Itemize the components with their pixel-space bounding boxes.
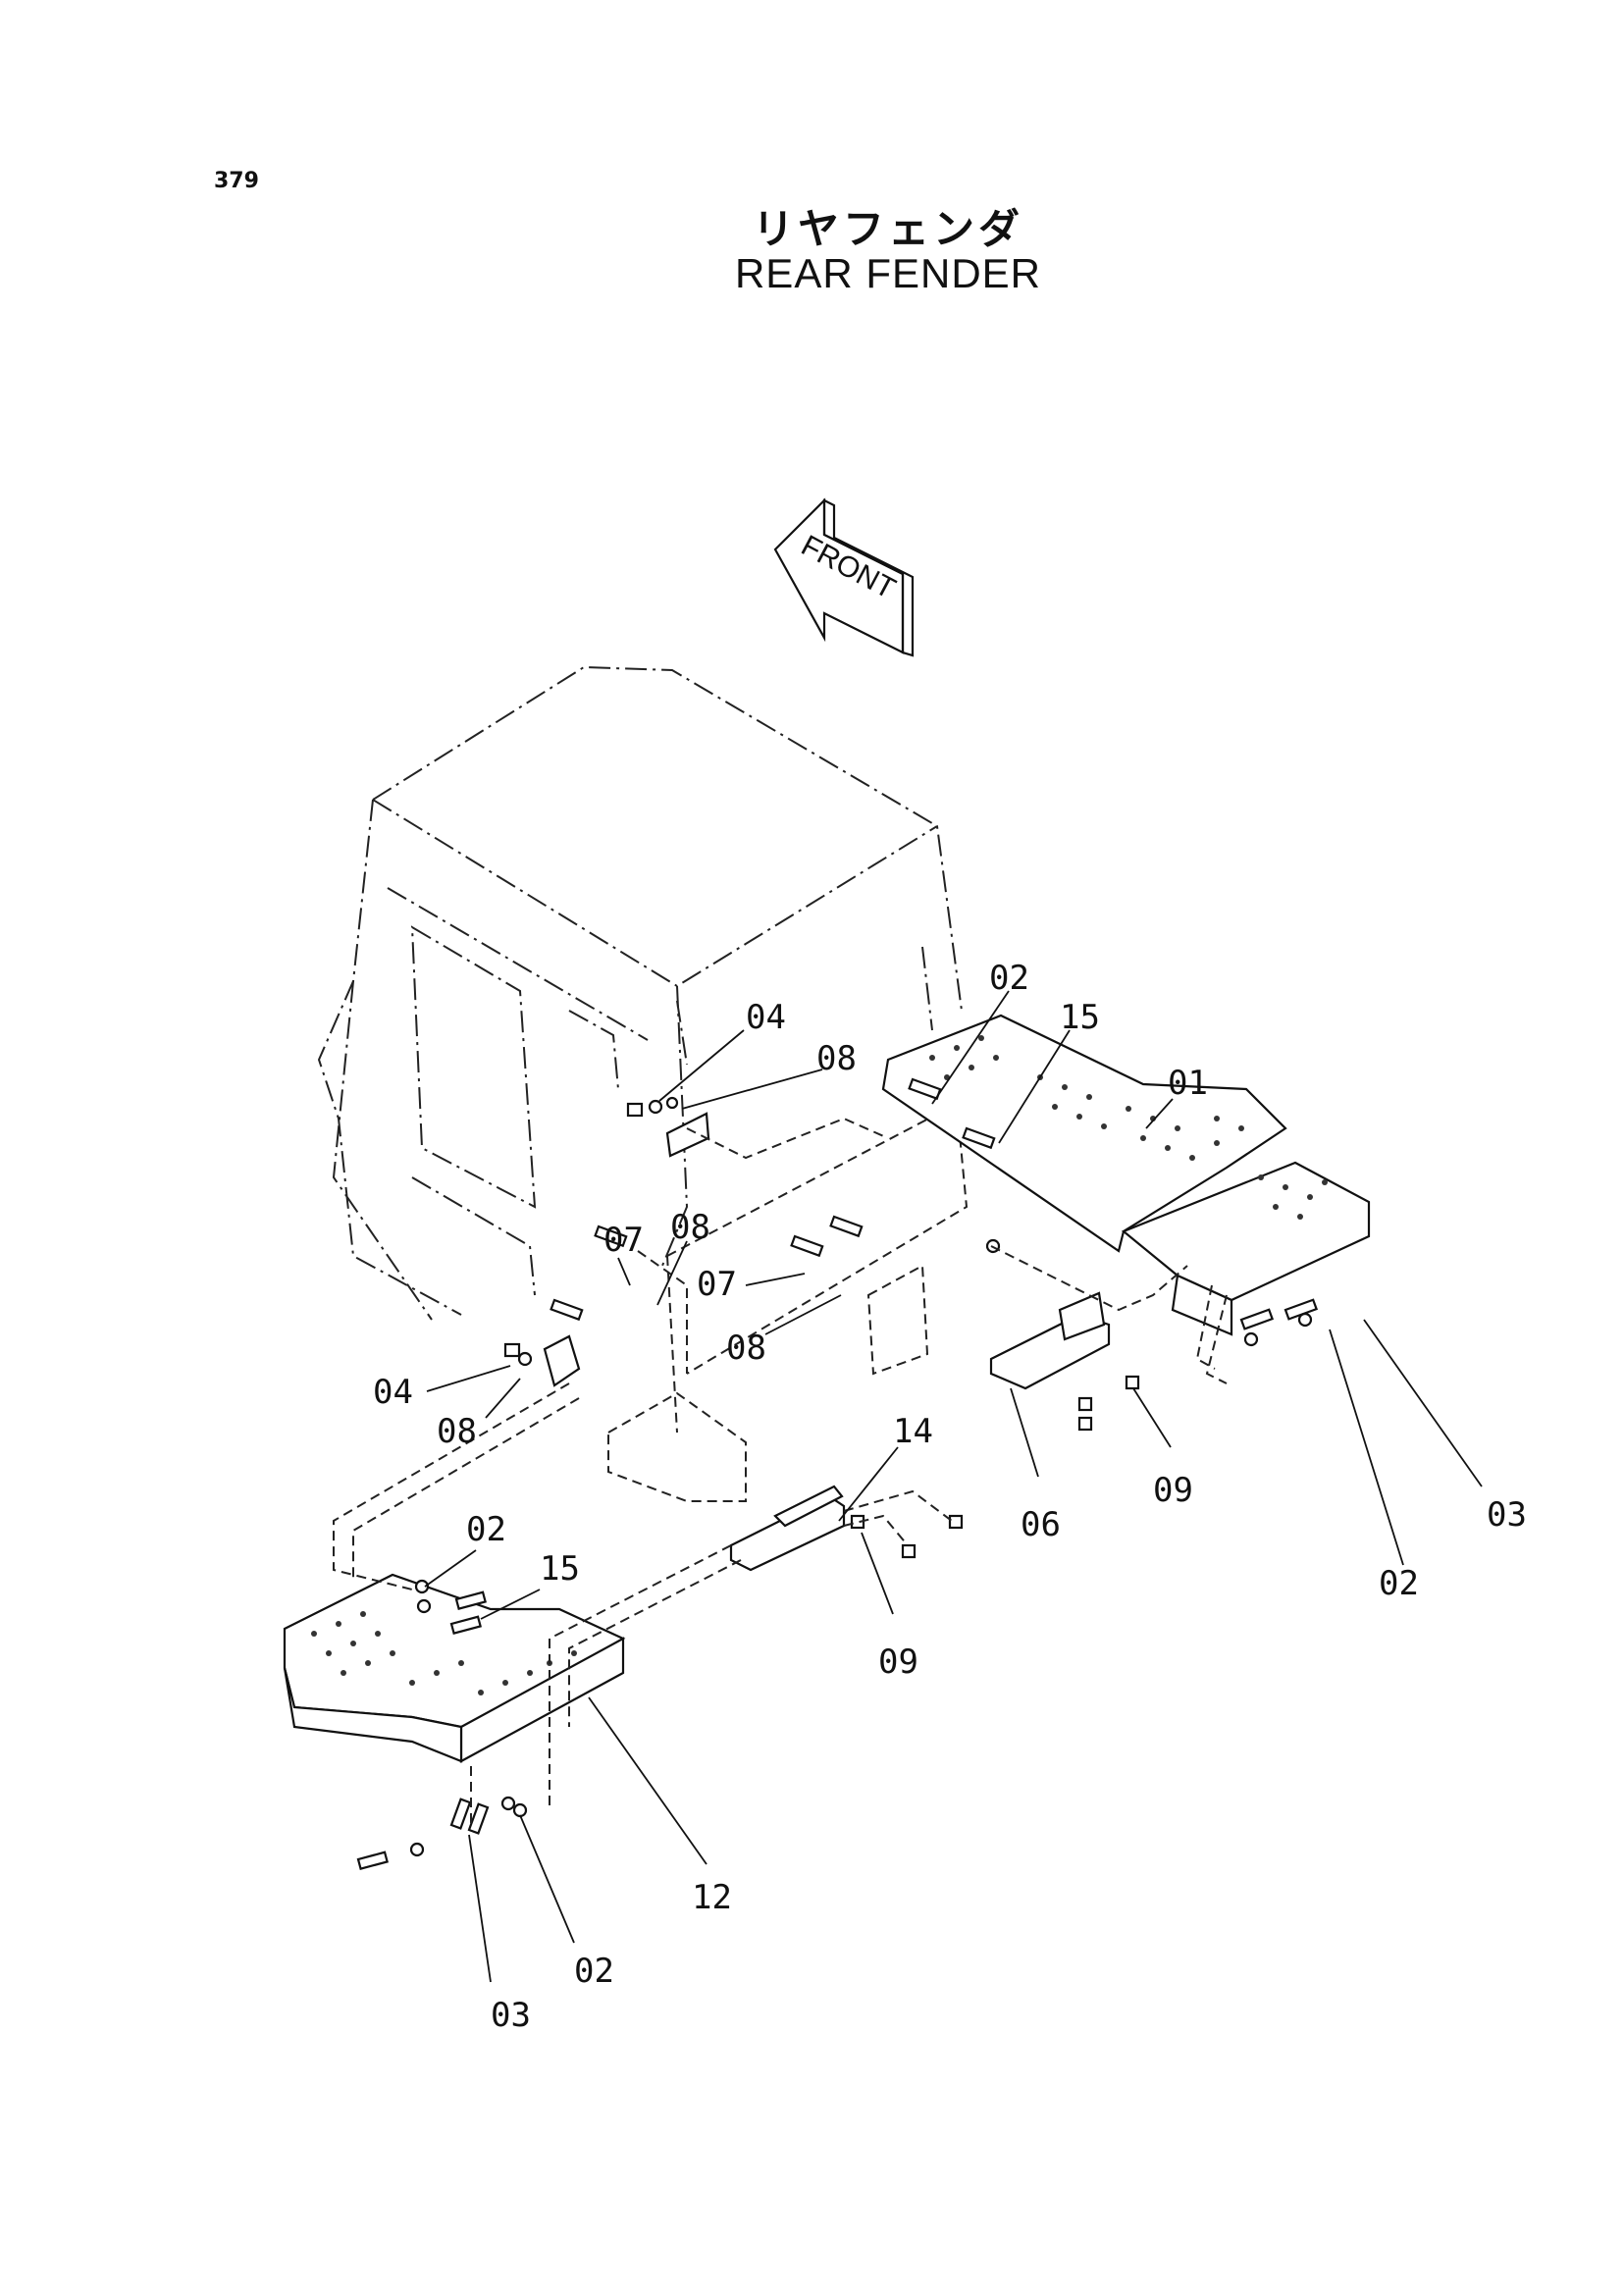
page-title: REAR FENDER	[734, 250, 1042, 296]
callout-08-left: 08	[437, 1412, 477, 1451]
callout-labels: 04 08 02 15 01 07 08 07 08 04 08 14 06 0…	[373, 959, 1527, 2035]
callout-12: 12	[692, 1878, 732, 1917]
cab-outline	[317, 665, 963, 1321]
callout-03-bottom: 03	[491, 1996, 531, 2035]
callout-04-top: 04	[746, 998, 786, 1037]
callout-09-right: 09	[1153, 1471, 1193, 1510]
right-step-part-01	[881, 1014, 1371, 1336]
left-step-holes	[311, 1611, 577, 1695]
callout-15-left: 15	[540, 1549, 580, 1589]
callout-09-center: 09	[878, 1642, 918, 1682]
callout-01: 01	[1168, 1064, 1208, 1103]
callout-06: 06	[1021, 1505, 1061, 1544]
callout-08-upper: 08	[670, 1208, 710, 1247]
page-number: 379	[214, 169, 259, 193]
left-step-part-12	[283, 1573, 626, 1763]
callout-04-left: 04	[373, 1373, 413, 1412]
callout-02-left: 02	[466, 1510, 506, 1549]
callout-15-top: 15	[1060, 998, 1100, 1037]
right-step-holes	[929, 1035, 1328, 1220]
leader-lines	[424, 990, 1483, 1983]
fasteners	[356, 1077, 1319, 1871]
bracket-part-06	[989, 1291, 1111, 1390]
callout-08-lower: 08	[726, 1329, 766, 1368]
callout-07-upper: 07	[603, 1221, 644, 1260]
callout-02-bottom: 02	[574, 1952, 614, 1991]
callout-07-lower: 07	[697, 1265, 737, 1304]
front-label: FRONT	[796, 529, 901, 605]
frame-bracket	[607, 1102, 969, 1502]
callout-02-right: 02	[1379, 1564, 1419, 1603]
page-title-japanese: リヤフェンダ	[752, 205, 1023, 253]
front-arrow-icon: FRONT	[773, 497, 915, 657]
callout-14: 14	[893, 1412, 933, 1451]
callout-03-right: 03	[1487, 1495, 1527, 1535]
bracket-part-14	[729, 1485, 846, 1572]
callout-02-top: 02	[989, 959, 1029, 998]
callout-08-top: 08	[816, 1039, 857, 1078]
assembly-lines	[333, 1117, 1228, 1825]
